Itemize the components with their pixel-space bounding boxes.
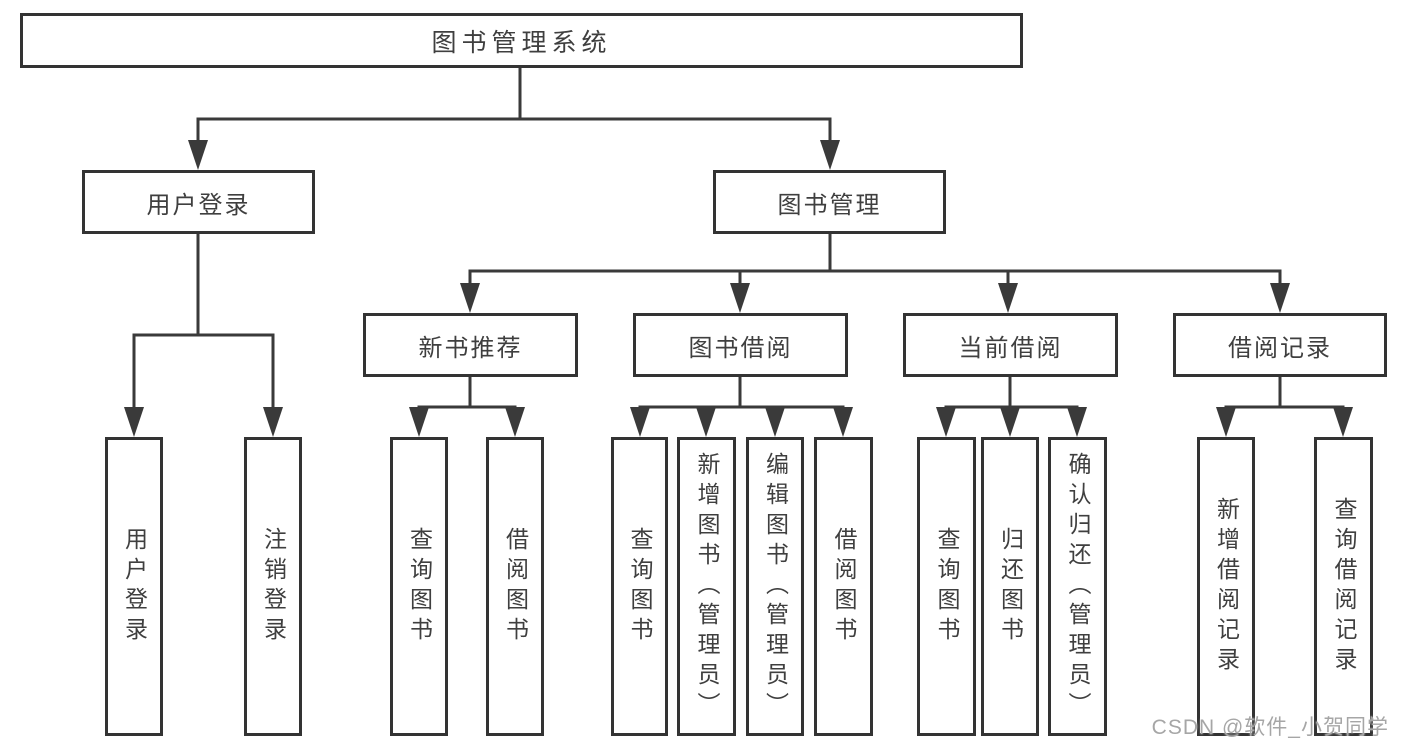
node-label: 图书借阅 <box>688 334 793 362</box>
node-current-borrow: 当前借阅 <box>903 313 1118 377</box>
csdn-watermark: CSDN @软件_小贺同学 <box>1151 716 1389 739</box>
leaf-label: 查询图书 <box>934 526 960 647</box>
node-label: 借阅记录 <box>1228 334 1332 362</box>
leaf-current-return-books: 归还图书 <box>981 437 1039 736</box>
leaf-label: 借阅图书 <box>831 526 857 647</box>
node-label: 用户登录 <box>146 191 251 219</box>
leaf-borrow-query-books: 查询图书 <box>611 437 668 736</box>
leaf-records-add-record: 新增借阅记录 <box>1197 437 1255 736</box>
leaf-label: 新增借阅记录 <box>1213 496 1240 677</box>
branch-book-borrow <box>630 375 853 437</box>
leaf-records-query-record: 查询借阅记录 <box>1314 437 1373 736</box>
node-label: 当前借阅 <box>958 334 1063 362</box>
branch-book-management <box>460 232 1290 313</box>
leaf-label: 确认归还（管理员） <box>1065 451 1091 722</box>
leaf-current-confirm-return-admin: 确认归还（管理员） <box>1048 437 1107 736</box>
leaf-borrow-borrow-books: 借阅图书 <box>814 437 873 736</box>
branch-new-book-recommend <box>409 375 525 437</box>
node-root: 图书管理系统 <box>20 13 1023 68</box>
branch-user-login <box>124 232 283 437</box>
leaf-logout: 注销登录 <box>244 437 302 736</box>
branch-root <box>188 66 840 170</box>
leaf-current-query-books: 查询图书 <box>917 437 976 736</box>
leaf-label: 借阅图书 <box>502 526 529 647</box>
node-book-management: 图书管理 <box>713 170 946 234</box>
leaf-recommend-query-books: 查询图书 <box>390 437 448 736</box>
leaf-label: 用户登录 <box>121 526 148 647</box>
node-user-login: 用户登录 <box>82 170 315 234</box>
leaf-label: 查询图书 <box>627 526 653 647</box>
leaf-user-login: 用户登录 <box>105 437 163 736</box>
leaf-label: 归还图书 <box>997 526 1024 647</box>
node-borrow-records: 借阅记录 <box>1173 313 1387 377</box>
branch-current-borrow <box>936 375 1087 437</box>
leaf-borrow-edit-books-admin: 编辑图书（管理员） <box>746 437 804 736</box>
node-label: 新书推荐 <box>418 334 523 362</box>
node-label: 图书管理 <box>777 191 882 219</box>
branch-borrow-records <box>1216 375 1353 437</box>
node-book-borrow: 图书借阅 <box>633 313 848 377</box>
leaf-label: 查询图书 <box>406 526 433 647</box>
leaf-label: 新增图书（管理员） <box>694 451 720 722</box>
root-label: 图书管理系统 <box>431 28 612 57</box>
leaf-label: 注销登录 <box>260 526 287 647</box>
node-new-book-recommend: 新书推荐 <box>363 313 578 377</box>
leaf-recommend-borrow-books: 借阅图书 <box>486 437 544 736</box>
leaf-label: 查询借阅记录 <box>1331 496 1357 677</box>
leaf-label: 编辑图书（管理员） <box>762 451 789 722</box>
leaf-borrow-add-books-admin: 新增图书（管理员） <box>677 437 736 736</box>
